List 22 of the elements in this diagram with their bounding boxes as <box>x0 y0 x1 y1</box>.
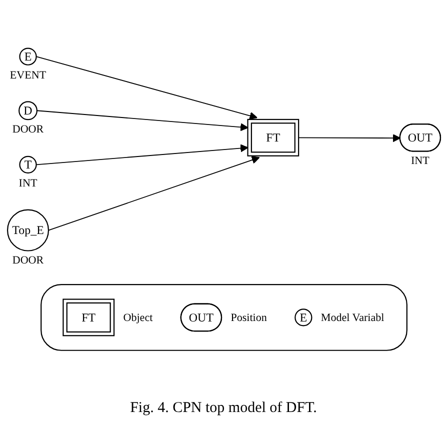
type-label: Position <box>230 312 266 324</box>
caption: Fig. 4. CPN top model of DFT. <box>130 400 317 417</box>
arrow <box>298 134 400 142</box>
type-label: DOOR <box>12 124 44 136</box>
cluster <box>40 284 407 351</box>
node-circle: E <box>294 308 312 326</box>
node-circle: Top_E <box>6 209 49 252</box>
type-label: Model Variabl <box>320 312 384 324</box>
node-circle: E <box>18 48 36 66</box>
node-box: FT <box>62 298 114 336</box>
type-label: INT <box>18 178 37 190</box>
type-label: Object <box>122 312 152 324</box>
arrow <box>35 56 257 120</box>
node-box: FT <box>246 118 299 156</box>
type-label: DOOR <box>12 254 44 267</box>
arrow <box>48 156 260 231</box>
type-label: EVENT <box>9 69 46 82</box>
arrow <box>35 144 248 166</box>
arrow <box>36 110 248 132</box>
node-circle: T <box>18 156 36 174</box>
type-label: INT <box>410 155 429 168</box>
node-circle: D <box>18 101 37 120</box>
